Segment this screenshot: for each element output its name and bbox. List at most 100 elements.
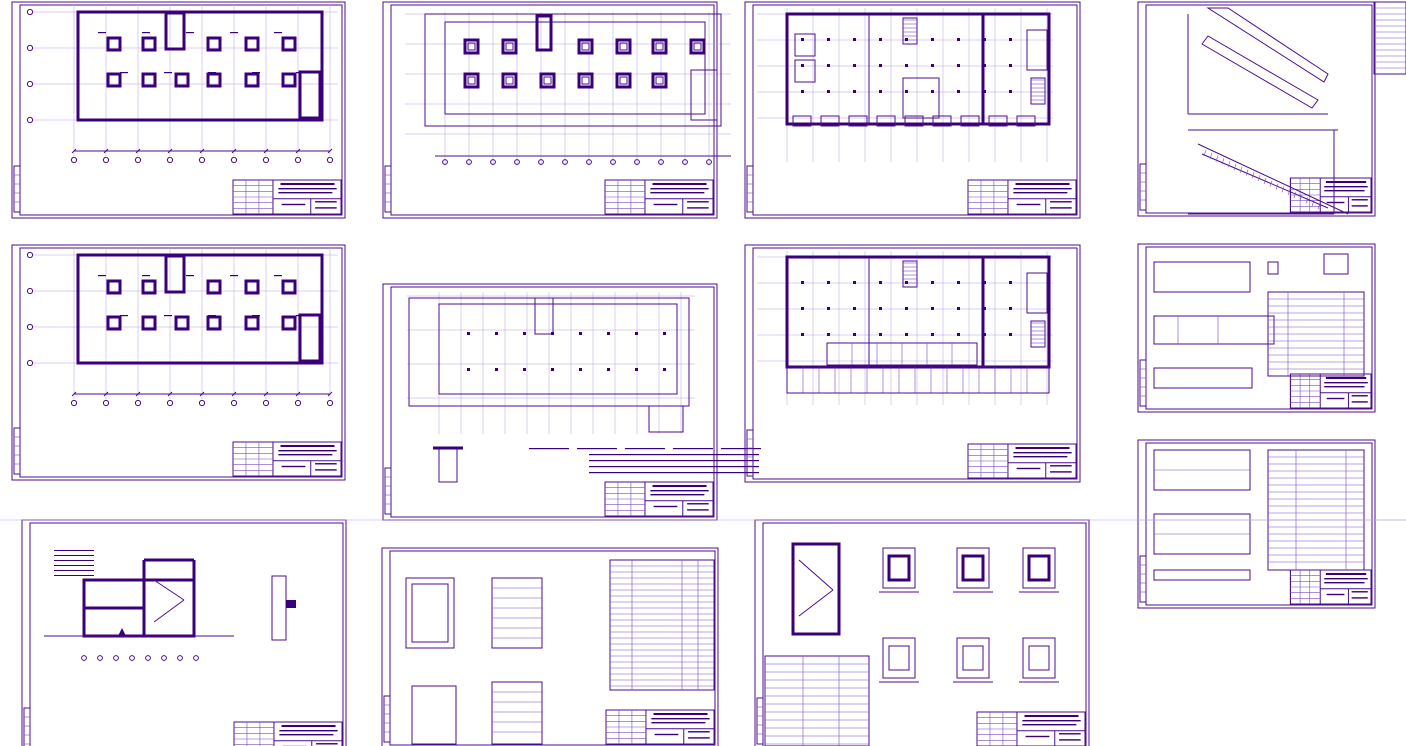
axis-bubble (610, 159, 616, 165)
sheet-slab-plan (382, 283, 761, 521)
axis-bubble (262, 399, 270, 407)
pile-cap (501, 72, 518, 89)
axis-bubble (70, 399, 78, 407)
sheet-border (1137, 439, 1376, 609)
pile-cap (615, 72, 632, 89)
sheet-inner-frame (390, 286, 715, 518)
side-stamp (384, 165, 392, 213)
axis-bubble (102, 399, 110, 407)
axis-bubble (198, 156, 206, 164)
stair (902, 17, 918, 45)
pile-cap (577, 38, 594, 55)
sheet-border (11, 244, 346, 481)
footing (141, 36, 157, 52)
side-stamp (13, 165, 21, 213)
stair (1030, 320, 1046, 348)
sheet-inner-frame (19, 247, 343, 478)
footing (106, 36, 122, 52)
sheet-border (744, 1, 1081, 219)
sheet-border (21, 519, 347, 746)
sheet-section (21, 519, 347, 746)
axis-bubble (682, 159, 688, 165)
sheet-inner-frame (1145, 246, 1373, 410)
stair-section (791, 542, 841, 636)
foundation-outline (76, 253, 324, 365)
axis-bubble (177, 655, 183, 661)
side-stamp (746, 165, 754, 213)
axis-bubble (26, 359, 34, 367)
axis-bubble (198, 399, 206, 407)
side-stamp (746, 429, 754, 477)
title-block (1289, 569, 1372, 605)
foundation-outline (76, 10, 324, 122)
spec-table (764, 655, 870, 746)
sheet-border (1137, 1, 1376, 217)
section-cut (1323, 253, 1349, 275)
axis-bubble (26, 8, 34, 16)
sheet-stair-details (1137, 1, 1406, 217)
sheet-border (382, 283, 718, 521)
window-bay (848, 115, 868, 127)
pile-cap (577, 72, 594, 89)
side-stamp (1139, 555, 1147, 603)
window-bay (960, 115, 980, 127)
sheet-inner-frame (389, 550, 716, 746)
axis-bubble (26, 251, 34, 259)
title-block (605, 709, 715, 745)
side-stamp (23, 707, 31, 746)
sloped-beam (1201, 35, 1319, 109)
window-bay (876, 115, 896, 127)
axis-bubble (538, 159, 544, 165)
pile-cap (651, 38, 668, 55)
sheet-floor-plan-1 (744, 1, 1081, 219)
footing (174, 315, 190, 331)
axis-bubble (466, 159, 472, 165)
sheet-rebar-details (1137, 439, 1376, 609)
sheet-foundation-plan (11, 244, 346, 481)
side-stamp (756, 697, 764, 745)
beam-elevation (1153, 261, 1251, 293)
footing-detail (438, 447, 458, 483)
title-block (604, 179, 714, 215)
node-detail (882, 637, 916, 679)
sheet-inner-frame (1145, 442, 1373, 606)
annex (690, 69, 718, 121)
window-bay (820, 115, 840, 127)
axis-bubble (26, 80, 34, 88)
room (794, 33, 816, 57)
axis-bubble (70, 156, 78, 164)
footing (244, 279, 260, 295)
panel-detail (411, 685, 457, 745)
node-detail (1022, 637, 1056, 679)
sloped-beam (1206, 7, 1329, 83)
title-block (233, 721, 343, 746)
axis-bubble (326, 399, 334, 407)
pile-cap (539, 72, 556, 89)
node-detail (956, 547, 990, 589)
sheet-inner-frame (29, 522, 344, 746)
footing (106, 279, 122, 295)
sheet-inner-frame (752, 4, 1078, 216)
axis-bubble (262, 156, 270, 164)
window-bay (1016, 115, 1036, 127)
axis-bubble (26, 116, 34, 124)
terrace (786, 366, 1050, 394)
axis-bubble (294, 399, 302, 407)
axis-bubble (442, 159, 448, 165)
footing (206, 72, 222, 88)
title-block (1289, 177, 1372, 213)
title-block (976, 711, 1086, 746)
sheet-border (11, 1, 346, 219)
section-cut (1267, 261, 1279, 275)
sheet-border (1137, 243, 1376, 413)
floor-outline (785, 12, 1051, 126)
panel-detail (491, 577, 543, 649)
rebar-schedule (1267, 449, 1365, 571)
axis-bubble (634, 159, 640, 165)
title-block (232, 179, 342, 215)
sheet-schedules (381, 547, 719, 746)
footing (281, 279, 297, 295)
sheet-foundation-plan (11, 1, 346, 219)
room (794, 59, 816, 83)
sheet-node-details (754, 519, 1090, 746)
